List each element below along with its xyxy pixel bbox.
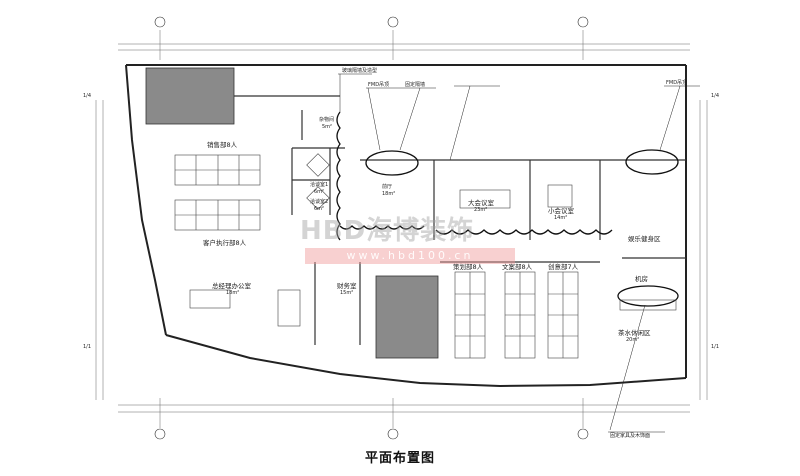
room-label-server: 机房 bbox=[635, 275, 648, 283]
room-label-finance: 财务室 bbox=[337, 282, 357, 290]
room-area-lobby: 18m² bbox=[382, 191, 396, 197]
page-title: 平面布置图 bbox=[364, 451, 435, 466]
room-label-customer: 客户执行部8人 bbox=[203, 239, 247, 247]
outer-walls bbox=[125, 64, 687, 388]
room-label-copywriting: 文案部8人 bbox=[502, 263, 533, 271]
core-shaft-center bbox=[375, 275, 439, 359]
interior-walls bbox=[234, 95, 686, 345]
room-label-lobby: 前厅 bbox=[382, 184, 393, 190]
room-label-small-meeting: 小会议室 bbox=[548, 207, 574, 215]
dimension-lines bbox=[95, 30, 708, 428]
annotation-glass-wall: 玻璃隔墙及造型 bbox=[342, 68, 378, 74]
room-area-storage: 5m² bbox=[322, 124, 333, 130]
desk-clusters bbox=[174, 153, 677, 359]
room-area-tea: 20m² bbox=[626, 337, 640, 343]
room-area-meeting1: 6m² bbox=[314, 189, 325, 195]
grid-label-right-top: 1/4 bbox=[711, 93, 720, 99]
room-label-leisure: 娱乐健身区 bbox=[628, 235, 661, 243]
grid-label-left-bottom: 1/1 bbox=[83, 344, 92, 350]
room-label-creative: 创意部7人 bbox=[548, 263, 579, 271]
watermark-url: www.hbd100.cn bbox=[305, 248, 515, 264]
room-label-planning: 策划部8人 bbox=[453, 263, 484, 271]
room-label-meeting2: 洽谈室2 bbox=[310, 199, 329, 205]
grid-label-right-bottom: 1/1 bbox=[711, 344, 720, 350]
room-area-big-meeting: 23m² bbox=[474, 207, 488, 213]
room-label-gm-office: 总经理办公室 bbox=[212, 282, 251, 290]
grid-label-left-top: 1/4 bbox=[83, 93, 92, 99]
room-area-small-meeting: 14m² bbox=[554, 215, 568, 221]
room-area-gm: 18m² bbox=[226, 290, 240, 296]
room-label-big-meeting: 大会议室 bbox=[468, 199, 494, 207]
revision-clouds bbox=[336, 111, 679, 307]
room-label-meeting1: 洽谈室1 bbox=[310, 182, 329, 188]
room-label-sales: 销售部8人 bbox=[207, 141, 238, 149]
room-label-storage: 杂物间 bbox=[319, 117, 335, 123]
room-label-tea: 茶水休闲区 bbox=[618, 329, 651, 337]
watermark-logo: HBD海博装饰 bbox=[300, 216, 475, 246]
leader-lines bbox=[338, 73, 700, 433]
room-area-meeting2: 6m² bbox=[314, 206, 325, 212]
annotation-ceiling-2: FMD吊顶 bbox=[666, 80, 688, 86]
annotation-fixed-furniture: 固定家具及木饰面 bbox=[610, 433, 651, 439]
grid-markers bbox=[154, 16, 589, 440]
annotation-ceiling-1: FMD吊顶 bbox=[368, 82, 390, 88]
annotation-fixed-wall: 固定隔墙 bbox=[405, 82, 426, 88]
core-shaft-top bbox=[145, 67, 235, 125]
room-area-finance: 15m² bbox=[340, 290, 354, 296]
